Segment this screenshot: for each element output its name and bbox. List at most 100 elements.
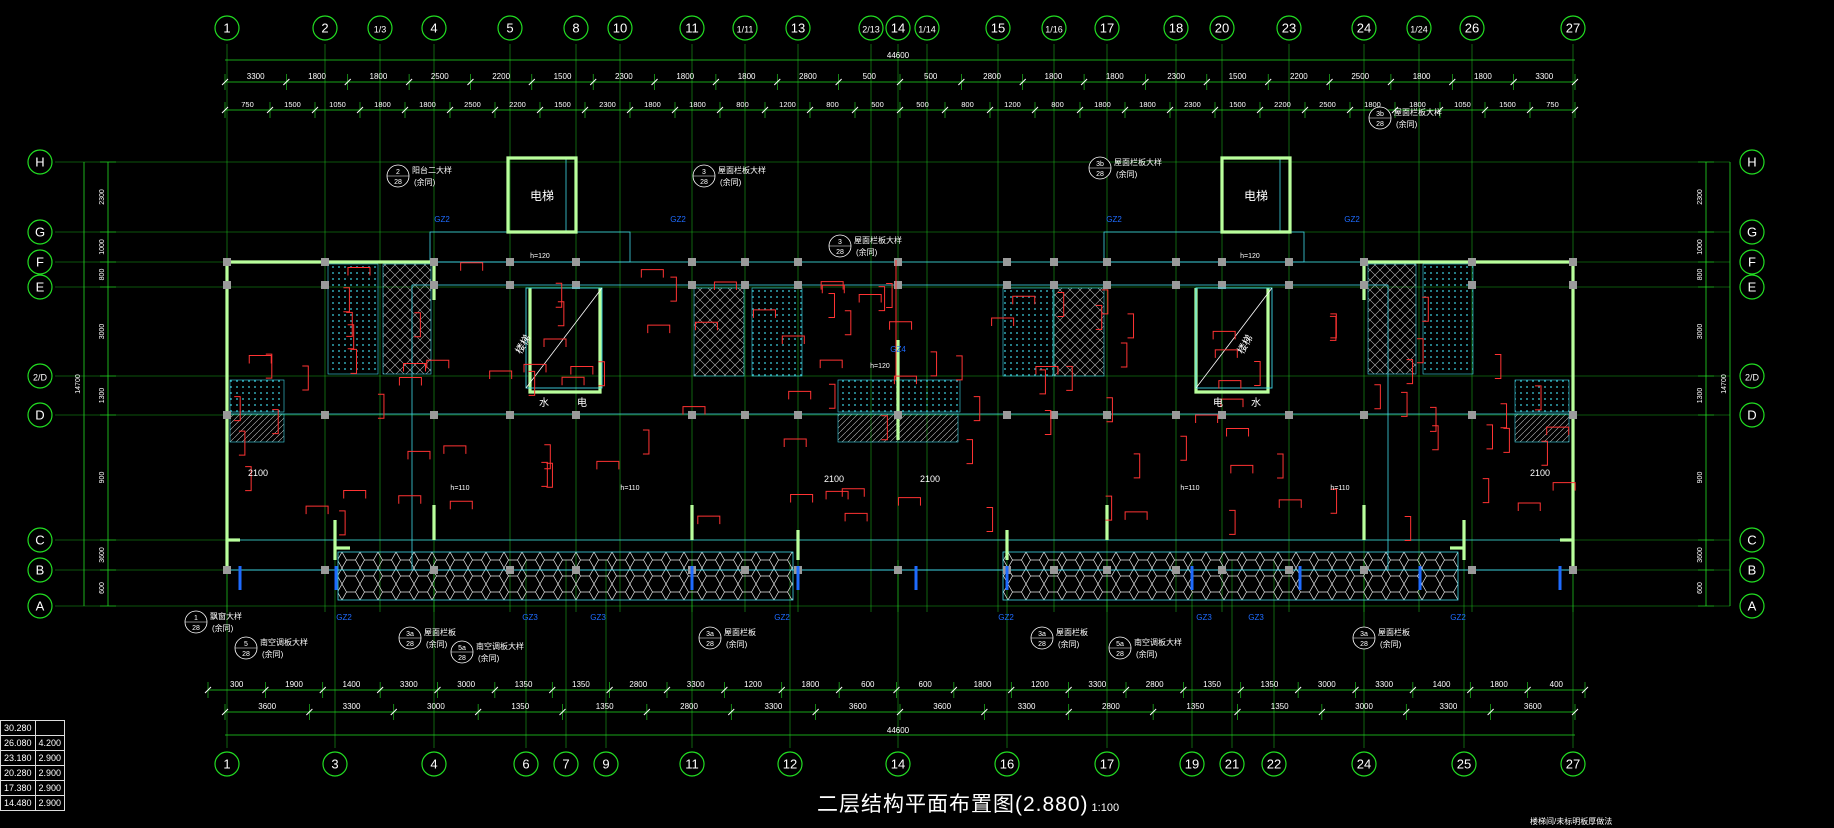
dim-tick <box>986 106 994 114</box>
dim-text: 3600 <box>99 547 106 563</box>
dim-text: 2200 <box>1274 100 1291 109</box>
column <box>1569 258 1577 266</box>
wall-segment <box>528 288 602 394</box>
column <box>321 411 329 419</box>
dim-text: 500 <box>916 100 929 109</box>
rebar-mark <box>1417 338 1424 364</box>
axis-label: H <box>1747 155 1756 170</box>
axis-label: 1/14 <box>918 25 936 35</box>
column <box>321 281 329 289</box>
dim-text: 500 <box>924 72 938 81</box>
column <box>1360 258 1368 266</box>
detail-callout-text: 屋面栏板大样 <box>1114 157 1162 167</box>
dim-tick <box>950 686 958 694</box>
axis-bubble <box>214 751 240 777</box>
dim-text: 1800 <box>1364 100 1381 109</box>
dim-overall-text: 14700 <box>1721 374 1728 394</box>
rebar-mark <box>272 409 279 435</box>
dim-tick <box>221 78 229 86</box>
axis-bubble <box>1094 751 1120 777</box>
dim-tick <box>1581 686 1589 694</box>
dim-text: 3300 <box>1375 680 1393 689</box>
axis-bubble <box>1739 363 1765 389</box>
detail-callout-text: 屋面栏板大样 <box>854 235 902 245</box>
axis-label: 27 <box>1566 21 1580 36</box>
dim-tick <box>1326 78 1333 86</box>
dim-text: 1800 <box>1094 100 1111 109</box>
dim-tick <box>626 106 634 114</box>
dim-tick <box>1237 686 1245 694</box>
dim-tick <box>896 106 904 114</box>
dim-tick <box>1180 686 1187 694</box>
detail-callout-sub: (余同) <box>1380 639 1402 649</box>
detail-callout-num: 3 <box>702 169 706 176</box>
rebar-mark <box>1482 478 1490 504</box>
rebar-mark <box>1517 502 1541 511</box>
rebar-mark <box>1535 385 1542 411</box>
dim-tick <box>311 106 319 114</box>
stair-diagonal <box>1195 287 1273 389</box>
dim-tick <box>589 78 597 86</box>
rebar-mark <box>844 512 868 522</box>
slab-hatch-hex <box>1002 551 1459 601</box>
dim-overall-text: 44600 <box>887 51 910 60</box>
rebar-mark <box>1035 365 1059 375</box>
rebar-mark <box>1329 315 1337 341</box>
rebar-mark <box>234 396 241 422</box>
axis-label: 4 <box>430 757 437 772</box>
electric-room-label: 电 <box>1213 396 1223 409</box>
axis-label: 25 <box>1457 757 1471 772</box>
dim-text: 1800 <box>1045 72 1063 81</box>
column <box>572 411 580 419</box>
column <box>1172 258 1180 266</box>
rebar-mark <box>1212 330 1236 340</box>
dim-tick <box>491 686 499 694</box>
rebar-mark <box>820 281 844 290</box>
rebar-mark <box>1552 482 1576 491</box>
axis-bubble <box>1406 15 1432 41</box>
dim-tick <box>446 106 454 114</box>
detail-callout-sheet: 28 <box>458 655 466 662</box>
axis-label: 15 <box>991 21 1005 36</box>
rebar-mark <box>570 366 594 375</box>
rebar-mark <box>1133 453 1141 479</box>
drawing-title-text: 二层结构平面布置图 <box>817 793 1015 816</box>
column <box>506 258 514 266</box>
rebar-mark <box>930 351 938 377</box>
dim-text: 1200 <box>779 100 796 109</box>
gz-tag: GZ2 <box>998 613 1014 622</box>
rebar-mark <box>596 460 620 470</box>
span-label: 2100 <box>824 474 844 484</box>
dim-text: 2300 <box>99 189 106 205</box>
column <box>894 258 902 266</box>
rebar-mark <box>973 396 981 422</box>
drawing-title: 二层结构平面布置图(2.880)1:100 <box>817 788 1119 818</box>
dim-text: 2300 <box>615 72 633 81</box>
axis-label: 1/16 <box>1045 25 1063 35</box>
column <box>223 258 231 266</box>
detail-callout-sub: (余同) <box>262 649 284 659</box>
rebar-marks <box>234 260 1576 590</box>
dim-tick <box>712 78 720 86</box>
dim-text: 1500 <box>1499 100 1516 109</box>
dim-tick <box>1019 78 1027 86</box>
dim-tick <box>1510 78 1517 86</box>
dim-tick <box>528 78 536 86</box>
drawing-title-elevation: (2.880) <box>1015 793 1089 816</box>
dim-tick <box>306 708 313 716</box>
dim-tick <box>204 686 212 694</box>
column <box>1172 566 1180 574</box>
column <box>1050 258 1058 266</box>
axis-bubble <box>1276 15 1302 41</box>
detail-callout-sub: (余同) <box>726 639 748 649</box>
elevation-cell: 2.900 <box>34 750 66 766</box>
dim-text: 800 <box>1697 269 1704 281</box>
rebar-mark <box>1012 295 1036 305</box>
axis-label: 24 <box>1357 757 1371 772</box>
column <box>506 411 514 419</box>
dim-tick <box>266 106 274 114</box>
dim-text: 800 <box>99 269 106 281</box>
